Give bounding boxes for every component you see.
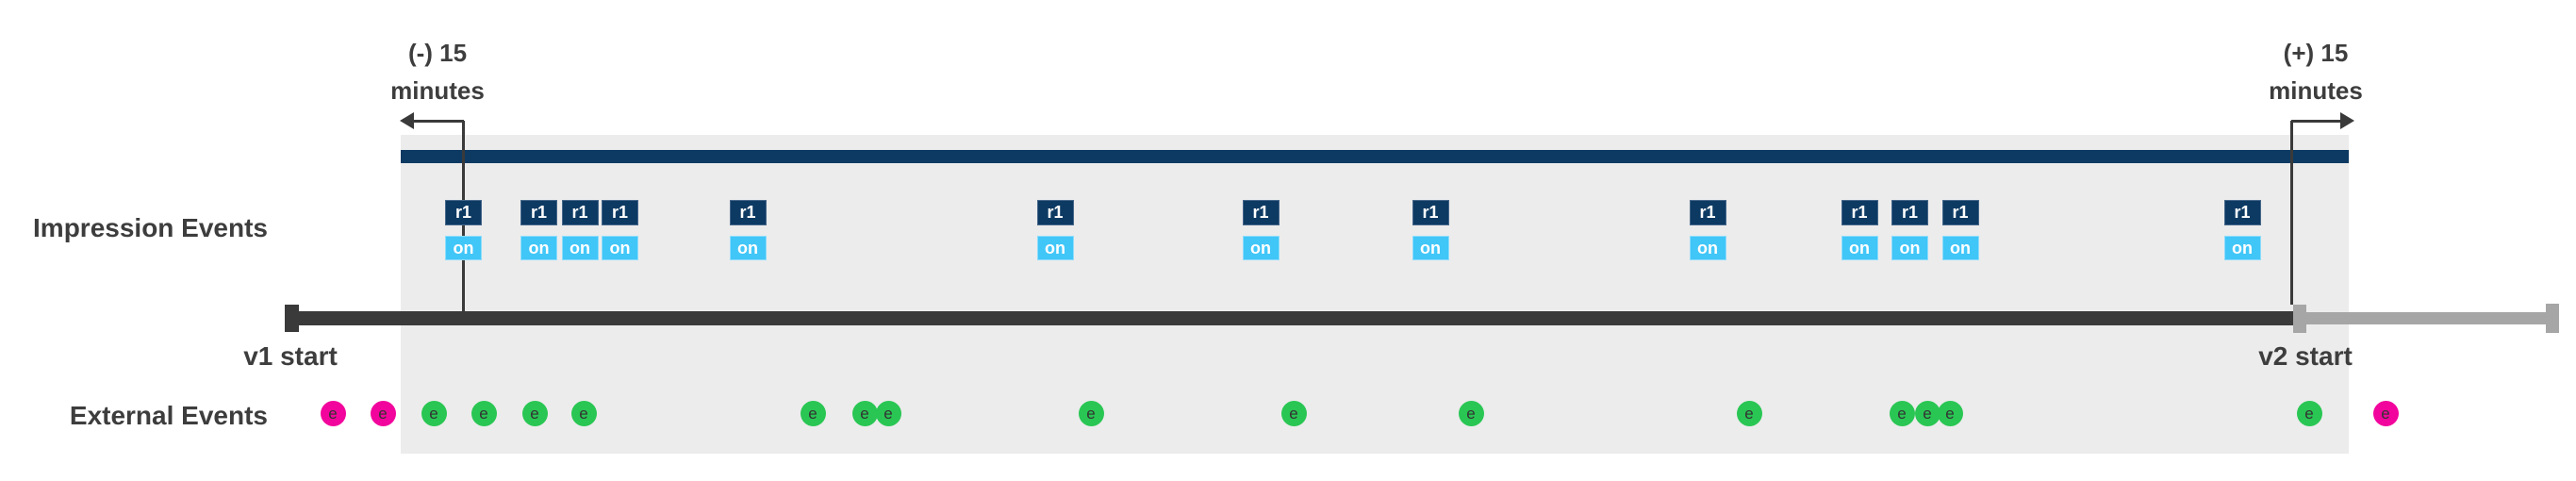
impression-r1-box: r1 — [1036, 200, 1074, 225]
external-event-dot-green: e — [875, 401, 901, 426]
external-events-row-label: External Events — [69, 401, 268, 430]
experiment-window-panel — [401, 135, 2349, 454]
plus-15-minutes-label: (+) 15 minutes — [2212, 34, 2419, 109]
external-event-dot-green: e — [2296, 401, 2322, 426]
impression-on-box: on — [1941, 236, 1979, 260]
impression-r1-box: r1 — [1689, 200, 1726, 225]
plus-15-reference-line — [2290, 121, 2293, 305]
minus-15-arrow-line — [412, 120, 464, 123]
timeline-end-cap — [2546, 304, 2559, 333]
v2-start-cap — [2293, 305, 2306, 333]
impression-r1-box: r1 — [602, 200, 638, 225]
impression-on-box: on — [1242, 236, 1280, 260]
minus-15-minutes-label: (-) 15 minutes — [334, 34, 541, 109]
external-event-dot-green: e — [570, 401, 597, 426]
v1-start-cap — [285, 305, 299, 332]
impression-on-box: on — [1689, 236, 1726, 260]
external-event-dot-green: e — [1889, 401, 1915, 426]
external-event-dot-green: e — [1736, 401, 1762, 426]
external-event-dot-green: e — [421, 401, 447, 426]
v1-timeline-bar — [292, 311, 2293, 325]
impression-on-box: on — [445, 236, 482, 260]
impression-events-row-label: Impression Events — [33, 213, 268, 242]
impression-r1-box: r1 — [729, 200, 767, 225]
impression-r1-box: r1 — [1941, 200, 1979, 225]
plus-15-arrow-line — [2291, 120, 2342, 123]
left-arrowhead-icon — [400, 112, 414, 129]
impression-on-box: on — [1412, 236, 1449, 260]
external-event-dot-green: e — [1937, 401, 1963, 426]
external-event-dot-pink: e — [370, 401, 396, 426]
external-event-dot-green: e — [1078, 401, 1104, 426]
minus-15-line1: (-) 15 — [407, 39, 468, 67]
impression-on-box: on — [1891, 236, 1928, 260]
v1-start-label: v1 start — [243, 341, 338, 371]
impression-r1-box: r1 — [1242, 200, 1280, 225]
impression-r1-box: r1 — [445, 200, 482, 225]
impression-on-box: on — [1841, 236, 1878, 260]
external-event-dot-green: e — [851, 401, 878, 426]
external-event-dot-pink: e — [2372, 401, 2399, 426]
external-event-dot-green: e — [1458, 401, 1484, 426]
impression-on-box: on — [602, 236, 638, 260]
external-event-dot-green: e — [1280, 401, 1307, 426]
right-arrowhead-icon — [2340, 112, 2354, 129]
external-event-dot-pink: e — [320, 401, 346, 426]
external-event-dot-green: e — [521, 401, 548, 426]
impression-r1-box: r1 — [561, 200, 599, 225]
campaign-duration-bar — [401, 150, 2349, 163]
impression-on-box: on — [1036, 236, 1074, 260]
impression-r1-box: r1 — [1412, 200, 1449, 225]
external-event-dot-green: e — [1914, 401, 1940, 426]
plus-15-line2: minutes — [2269, 76, 2363, 105]
v2-start-label: v2 start — [2258, 341, 2353, 371]
minus-15-line2: minutes — [390, 76, 485, 105]
impression-on-box: on — [561, 236, 599, 260]
external-event-dot-green: e — [800, 401, 826, 426]
impression-on-box: on — [729, 236, 767, 260]
impression-r1-box: r1 — [1891, 200, 1928, 225]
impression-r1-box: r1 — [520, 200, 557, 225]
impression-r1-box: r1 — [2223, 200, 2261, 225]
v2-timeline-bar — [2306, 312, 2546, 324]
external-event-dot-green: e — [471, 401, 497, 426]
impression-on-box: on — [2223, 236, 2261, 260]
plus-15-line1: (+) 15 — [2283, 39, 2349, 67]
impression-on-box: on — [520, 236, 557, 260]
impression-r1-box: r1 — [1841, 200, 1878, 225]
